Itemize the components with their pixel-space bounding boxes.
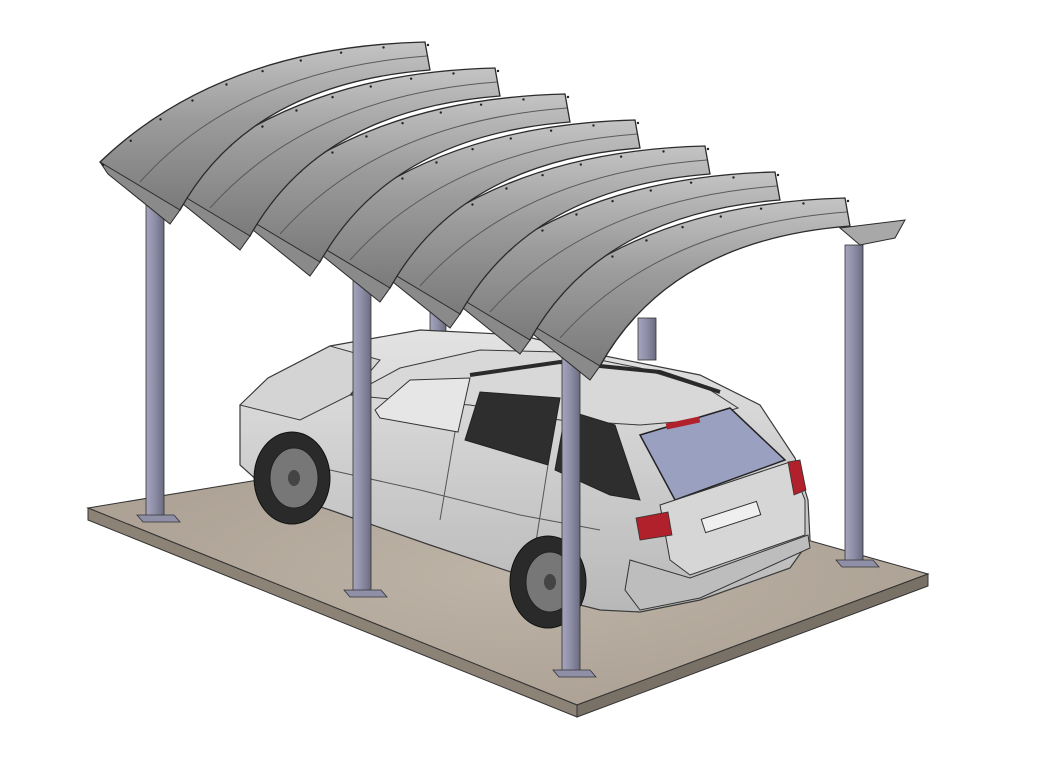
rivet (611, 255, 614, 258)
rivet (802, 202, 805, 205)
rivet (522, 98, 525, 101)
rivet (719, 215, 722, 218)
door-line-2 (534, 464, 549, 549)
post-back-right (637, 317, 657, 361)
rivet (331, 95, 334, 99)
rivet (225, 83, 228, 86)
tail-light-right (787, 459, 807, 496)
rivet (759, 207, 763, 210)
door-line (439, 431, 456, 521)
post-front-right (561, 349, 581, 674)
rivet (129, 139, 132, 143)
post-base-front-middle (343, 589, 388, 598)
rivet (159, 118, 162, 121)
slab-side-right (576, 573, 929, 718)
car-hood (239, 345, 381, 421)
rivet (426, 43, 430, 47)
rivet (662, 150, 665, 153)
roof-panel-ridge (209, 81, 498, 209)
rivet (409, 77, 413, 80)
rivet (566, 95, 570, 99)
license-plate (700, 500, 762, 534)
rivet (439, 111, 442, 114)
tail-light-left (635, 511, 673, 541)
roof-panel (98, 41, 431, 211)
rivet (496, 69, 500, 73)
roof-panel-ridge (279, 107, 568, 235)
rivet (645, 239, 648, 242)
rivet (435, 161, 438, 164)
roof-panel-ridge (139, 55, 428, 183)
front-posts (136, 194, 880, 678)
rivet (549, 129, 553, 132)
rivet (579, 163, 582, 166)
rivet (592, 124, 595, 127)
roof-rail (469, 359, 721, 394)
rivet (505, 187, 508, 190)
rivet (401, 177, 404, 180)
brake-light (665, 416, 701, 430)
rivet (339, 51, 343, 54)
rear-window (638, 407, 787, 501)
rivet (365, 135, 368, 138)
rivet (261, 69, 264, 73)
rivet (369, 85, 372, 88)
roof (98, 41, 906, 381)
roof-panel-ridge (559, 211, 848, 339)
rivet (471, 147, 474, 151)
rivet (452, 72, 455, 75)
rivet (191, 99, 194, 102)
rivet (101, 163, 105, 167)
rivet (541, 173, 544, 177)
rivet (846, 199, 850, 203)
rivet (732, 176, 735, 179)
rivet (509, 137, 512, 140)
side-trim (329, 469, 601, 531)
side-window-rear (464, 391, 561, 466)
car (239, 329, 811, 629)
rivet (689, 181, 693, 184)
rivet (649, 189, 652, 192)
rivet (611, 199, 614, 203)
rivet (479, 103, 483, 106)
rivet (681, 225, 684, 229)
side-window-front (374, 377, 471, 433)
wheel-front (253, 431, 331, 525)
post-front-left (145, 194, 165, 518)
post-base-back-far-right (835, 559, 880, 568)
rivet (636, 121, 640, 125)
rivet (706, 147, 710, 151)
rivet (331, 151, 334, 154)
rivet (776, 173, 780, 177)
roof-panel-ridge (419, 159, 708, 287)
rivet (261, 125, 264, 128)
rivet (299, 59, 302, 62)
rivet (401, 121, 404, 125)
rivet (471, 203, 474, 206)
rivet (541, 229, 544, 232)
rivet (575, 213, 578, 216)
post-base-front-left (136, 514, 181, 523)
roof-panel-ridge (489, 185, 778, 313)
post-front-middle (352, 269, 372, 593)
roof-panel-endcap (99, 161, 181, 225)
rivet (619, 155, 623, 158)
rear-bumper (624, 534, 811, 611)
rivet (295, 109, 298, 112)
post-back-far-right (844, 244, 864, 564)
rivet (382, 46, 385, 49)
roof-panel-ridge (349, 133, 638, 261)
post-base-front-right (552, 669, 597, 678)
roof-end-flare (838, 219, 906, 246)
